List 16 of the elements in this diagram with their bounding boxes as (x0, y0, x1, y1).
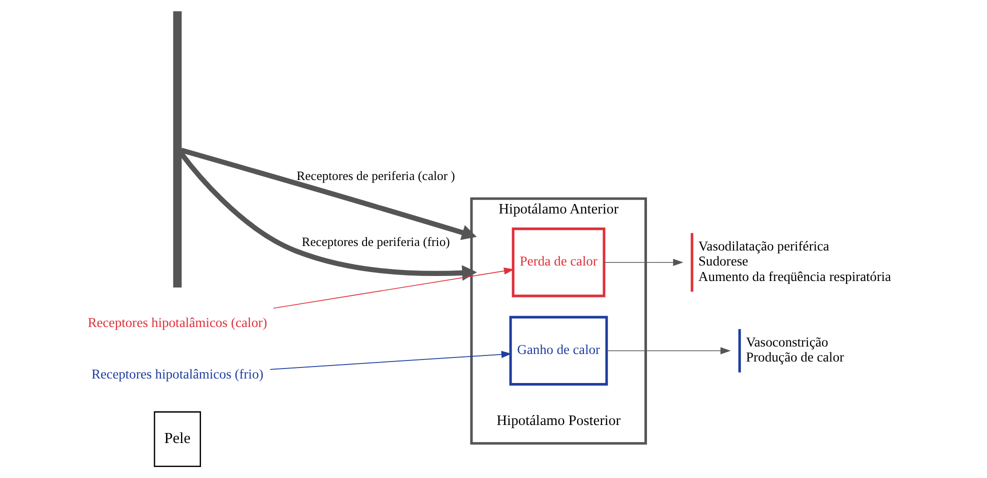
arrow (606, 347, 730, 354)
arrow (178, 152, 476, 281)
node-box: Perda de calor (511, 228, 605, 298)
node-text: Receptores hipotalâmicos (frio) (90, 366, 263, 382)
arrow (269, 350, 512, 370)
node-bar (172, 11, 182, 288)
edge-label: Receptores de periferia (calor ) (296, 168, 455, 183)
edge-label: Receptores de periferia (frio) (301, 235, 450, 250)
arrow (180, 148, 476, 240)
node-text: Receptores hipotalâmicos (calor) (87, 314, 267, 330)
node-box: Pele (153, 411, 201, 467)
node-box: Ganho de calor (508, 316, 608, 386)
node-text: Vasoconstrição Produção de calor (745, 334, 844, 365)
arrow (272, 268, 514, 309)
arrow (603, 258, 683, 266)
node-text: Vasodilatação periférica Sudorese Aumento da freqüência respiratória (698, 238, 891, 284)
